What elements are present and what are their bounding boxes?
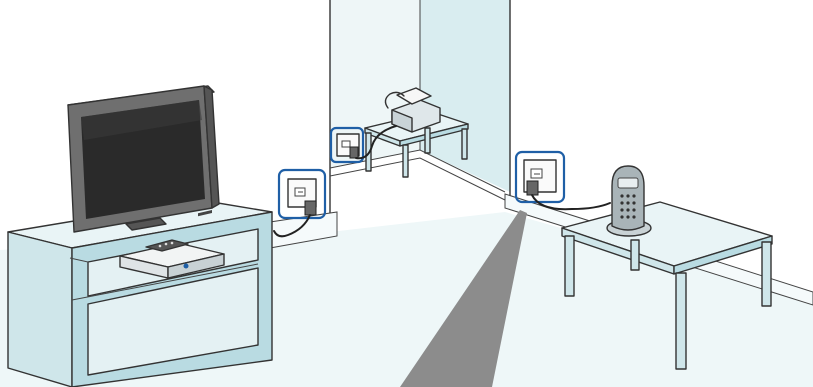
- cable-tv: [273, 214, 311, 238]
- cable-fax: [355, 125, 397, 160]
- socket-middle: [329, 126, 365, 164]
- remote-icon: [145, 239, 189, 252]
- fax-table: [364, 111, 469, 178]
- cable-phone: [531, 194, 611, 211]
- socket-highlight-left: [277, 168, 327, 220]
- receiver-icon: [119, 210, 225, 279]
- socket-left: [277, 168, 327, 220]
- phone-icon: [606, 165, 652, 237]
- socket-highlight-middle: [329, 126, 365, 164]
- cables: [273, 125, 611, 238]
- callout-beam: [400, 210, 527, 387]
- alcove-back-wall: [420, 0, 510, 192]
- coffee-table: [561, 201, 773, 370]
- socket-highlight-right: [514, 150, 566, 204]
- fax-icon: [384, 87, 441, 133]
- tv-icon: [67, 85, 220, 233]
- socket-right: [514, 150, 566, 204]
